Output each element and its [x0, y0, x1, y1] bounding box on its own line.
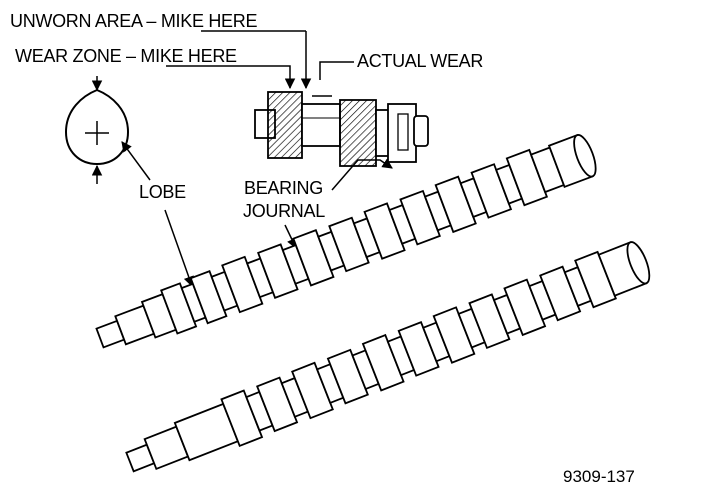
actual-wear-leader	[319, 61, 354, 80]
lobe-cross-section	[64, 76, 130, 184]
lower-camshaft	[125, 241, 651, 473]
lobe-hatched-1	[267, 91, 303, 159]
wear-zone-label: WEAR ZONE – MIKE HERE	[15, 46, 237, 66]
lobe-leader-1	[164, 209, 194, 287]
journal-label: JOURNAL	[243, 201, 325, 221]
bearing-label: BEARING	[244, 178, 323, 198]
lobe-label: LOBE	[139, 182, 186, 202]
lobe-hatched-2	[339, 99, 377, 167]
lobe-detail-leader	[121, 141, 151, 181]
lobe-leader-2	[284, 224, 297, 249]
wear-leader	[270, 65, 296, 90]
camshaft-detail	[254, 91, 429, 167]
figure-number: 9309-137	[563, 467, 635, 486]
unworn-area-label: UNWORN AREA – MIKE HERE	[10, 11, 257, 31]
upper-camshaft	[95, 133, 597, 349]
actual-wear-label: ACTUAL WEAR	[357, 51, 483, 71]
lobe-profile-outline	[64, 88, 130, 166]
